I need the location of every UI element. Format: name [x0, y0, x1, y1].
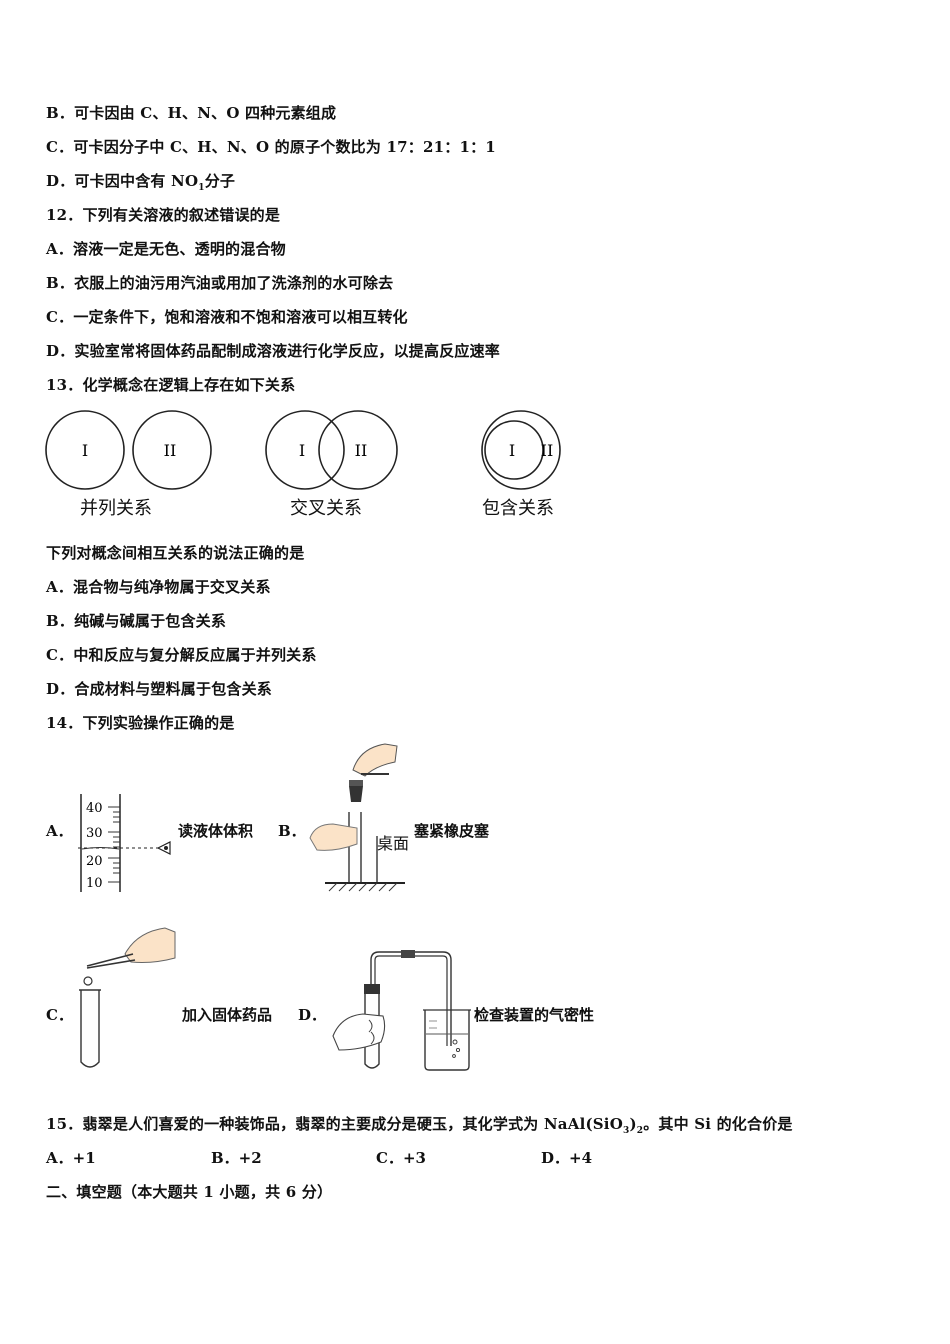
section2-title: 二、填空题（本大题共 1 小题，共 6 分） — [46, 1183, 333, 1201]
venn-cross: I II — [265, 410, 398, 490]
q13-question: 下列对概念间相互关系的说法正确的是 — [46, 544, 305, 562]
q12-option-c: C．一定条件下，饱和溶液和不饱和溶液可以相互转化 — [46, 308, 408, 326]
q12-option-a: A．溶液一定是无色、透明的混合物 — [46, 240, 286, 258]
q14-b-caption: 塞紧橡皮塞 — [414, 822, 490, 840]
hand-tweezers-icon — [86, 927, 176, 969]
venn-parallel-label-2: II — [164, 441, 177, 460]
venn-cross-label-1: I — [299, 441, 305, 460]
scale-label-30: 30 — [86, 826, 103, 841]
lower-hand-icon — [309, 823, 358, 851]
bubbles-icon — [452, 1039, 461, 1058]
q15-stem: 15．翡翠是人们喜爱的一种装饰品，翡翠的主要成分是硬玉，其化学式为 NaAl(S… — [46, 1115, 793, 1136]
scale-label-20: 20 — [86, 854, 103, 869]
q14-a-letter: A． — [46, 822, 73, 840]
q13-option-c: C．中和反应与复分解反应属于并列关系 — [46, 646, 317, 664]
q12-stem: 12．下列有关溶液的叙述错误的是 — [46, 206, 281, 224]
q14-stem: 14．下列实验操作正确的是 — [46, 714, 235, 732]
test-tube-icon — [348, 812, 362, 882]
q14-d-caption: 检查装置的气密性 — [474, 1006, 595, 1024]
beaker-icon — [423, 1009, 471, 1071]
rubber-stopper-icon — [349, 780, 363, 802]
venn-caption-parallel: 并列关系 — [80, 498, 152, 519]
glass-tube-icon — [370, 950, 452, 1046]
q11-option-d: D．可卡因中含有 NO1分子 — [46, 172, 236, 193]
q13-stem: 13．化学概念在逻辑上存在如下关系 — [46, 376, 296, 394]
q12-option-d: D．实验室常将固体药品配制成溶液进行化学反应，以提高反应速率 — [46, 342, 501, 360]
eye-icon — [156, 841, 171, 855]
holding-hand-icon — [332, 1013, 386, 1051]
q12-option-b: B．衣服上的油污用汽油或用加了洗涤剂的水可除去 — [46, 274, 394, 292]
upper-hand-icon — [352, 743, 398, 777]
q13-option-d: D．合成材料与塑料属于包含关系 — [46, 680, 273, 698]
scale-label-40: 40 — [86, 801, 103, 816]
scale-label-10: 10 — [86, 876, 103, 891]
venn-caption-contain: 包含关系 — [482, 498, 554, 519]
tube-stopper-icon — [364, 984, 380, 994]
q14-c-letter: C． — [46, 1006, 73, 1024]
stopper-figure — [309, 743, 405, 892]
venn-contain: I II — [481, 410, 561, 490]
q14-c-caption: 加入固体药品 — [182, 1006, 273, 1024]
q14-a-caption: 读液体体积 — [178, 822, 254, 840]
q15-option-b: B．+2 — [211, 1149, 262, 1167]
q13-option-a: A．混合物与纯净物属于交叉关系 — [46, 578, 271, 596]
venn-parallel-label-1: I — [82, 441, 88, 460]
venn-parallel: I II — [45, 410, 212, 490]
solid-granule-icon — [83, 976, 93, 986]
venn-diagrams: I II I II I II — [45, 410, 561, 490]
q15-option-c: C．+3 — [376, 1149, 426, 1167]
venn-caption-cross: 交叉关系 — [290, 498, 362, 519]
upright-test-tube-icon — [79, 989, 101, 1068]
q11-option-b: B．可卡因由 C、H、N、O 四种元素组成 — [46, 104, 337, 122]
venn-contain-label-1: I — [509, 441, 515, 460]
cylinder-figure: 40 30 20 10 — [78, 794, 171, 892]
solid-addition-figure — [79, 927, 176, 1068]
desk-label: 桌面 — [377, 834, 410, 853]
vertical-test-tube-icon — [364, 994, 380, 1069]
q13-option-b: B．纯碱与碱属于包含关系 — [46, 612, 227, 630]
airtightness-figure — [332, 950, 471, 1071]
q11-option-c: C．可卡因分子中 C、H、N、O 的原子个数比为 17：21：1：1 — [46, 138, 496, 156]
venn-contain-label-2: II — [541, 441, 554, 460]
q15-option-d: D．+4 — [541, 1149, 593, 1167]
q14-b-letter: B． — [278, 822, 306, 840]
venn-cross-label-2: II — [355, 441, 368, 460]
q14-d-letter: D． — [298, 1006, 327, 1024]
q15-option-a: A．+1 — [46, 1149, 96, 1167]
